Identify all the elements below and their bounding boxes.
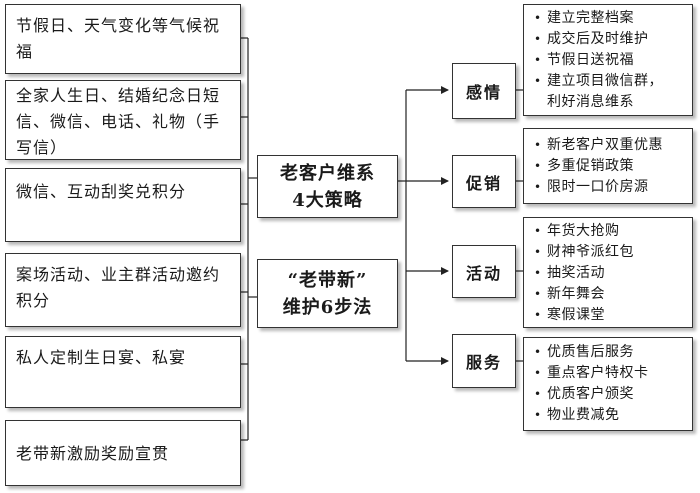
bullet-icon: • — [534, 308, 542, 322]
category-label-emotion: 感情 — [465, 83, 502, 102]
category-box-service: 服务 — [452, 334, 516, 388]
list-item: •物业费减免 — [534, 405, 688, 426]
left-box-4: 案场活动、业主群活动邀约积分 — [5, 253, 241, 327]
bullet-icon: • — [534, 287, 542, 301]
detail-box-emotion: •建立完整档案 •成交后及时维护 •节假日送祝福 •建立项目微信群， 利好消息维… — [523, 4, 693, 116]
bullet-icon: • — [534, 159, 542, 173]
bullet-icon: • — [534, 32, 542, 46]
list-item: •新年舞会 — [534, 284, 688, 305]
center-title-bottom-line2: 维护6步法 — [282, 296, 373, 318]
bullet-icon: • — [534, 224, 542, 238]
bullet-icon: • — [534, 366, 542, 380]
left-box-1-text: 节假日、天气变化等气候祝福 — [16, 16, 221, 61]
category-box-emotion: 感情 — [452, 63, 516, 119]
bullet-icon: • — [534, 180, 542, 194]
list-item: •年货大抢购 — [534, 221, 688, 242]
bullet-icon: • — [534, 74, 542, 88]
left-box-2: 全家人生日、结婚纪念日短信、微信、电话、礼物（手写信） — [5, 80, 241, 160]
left-box-3-text: 微信、互动刮奖兑积分 — [16, 182, 187, 201]
list-item: •新老客户双重优惠 — [534, 135, 688, 156]
left-box-6: 老带新激励奖励宣贯 — [5, 420, 241, 486]
list-item: •优质客户颁奖 — [534, 384, 688, 405]
center-title-bottom-box: “老带新” 维护6步法 — [257, 259, 398, 328]
bullet-icon: • — [534, 53, 542, 67]
list-item: •优质售后服务 — [534, 342, 688, 363]
category-box-activity: 活动 — [452, 245, 516, 298]
list-item: •成交后及时维护 — [534, 29, 688, 50]
list-item: •节假日送祝福 — [534, 50, 688, 71]
left-box-3: 微信、互动刮奖兑积分 — [5, 168, 241, 242]
list-item: •寒假课堂 — [534, 305, 688, 326]
bullet-icon: • — [534, 138, 542, 152]
category-label-activity: 活动 — [465, 263, 502, 283]
category-label-service: 服务 — [465, 353, 502, 372]
detail-box-activity: •年货大抢购 •财神爷派红包 •抽奖活动 •新年舞会 •寒假课堂 — [523, 217, 693, 328]
list-item: •建立完整档案 — [534, 8, 688, 29]
category-label-promotion: 促销 — [465, 173, 502, 193]
list-item: •限时一口价房源 — [534, 177, 688, 198]
list-item: •多重促销政策 — [534, 156, 688, 177]
center-title-top-line2: 4大策略 — [292, 189, 363, 211]
detail-box-promotion: •新老客户双重优惠 •多重促销政策 •限时一口价房源 — [523, 128, 693, 204]
left-box-5: 私人定制生日宴、私宴 — [5, 336, 241, 408]
bullet-icon: • — [534, 245, 542, 259]
list-item: •重点客户特权卡 — [534, 363, 688, 384]
left-box-2-text: 全家人生日、结婚纪念日短信、微信、电话、礼物（手写信） — [16, 86, 221, 157]
list-item: •建立项目微信群， — [534, 71, 688, 92]
left-box-1: 节假日、天气变化等气候祝福 — [5, 4, 241, 74]
center-title-bottom-line1: “老带新” — [287, 269, 368, 291]
center-title-top-line1: 老客户维系 — [280, 162, 375, 184]
list-item: •财神爷派红包 — [534, 242, 688, 263]
left-box-5-text: 私人定制生日宴、私宴 — [16, 348, 187, 367]
bullet-icon: • — [534, 387, 542, 401]
bullet-icon: • — [534, 345, 542, 359]
center-title-top-box: 老客户维系 4大策略 — [257, 155, 398, 218]
left-box-6-text: 老带新激励奖励宣贯 — [16, 444, 170, 463]
list-item: 利好消息维系 — [547, 94, 634, 110]
bullet-icon: • — [534, 408, 542, 422]
bullet-icon: • — [534, 11, 542, 25]
list-item: •抽奖活动 — [534, 263, 688, 284]
detail-box-service: •优质售后服务 •重点客户特权卡 •优质客户颁奖 •物业费减免 — [523, 337, 693, 431]
category-box-promotion: 促销 — [452, 155, 516, 208]
left-box-4-text: 案场活动、业主群活动邀约积分 — [16, 265, 221, 310]
bullet-icon: • — [534, 266, 542, 280]
